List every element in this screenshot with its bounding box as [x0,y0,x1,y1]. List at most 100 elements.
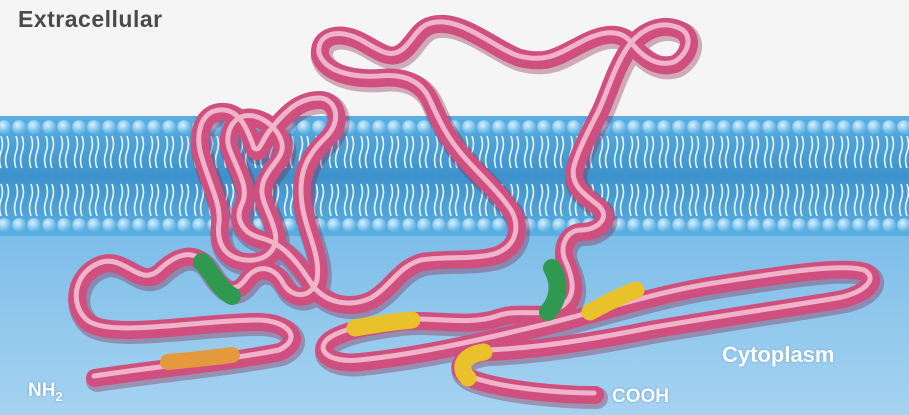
lipid-head [882,218,896,232]
lipid-head [57,120,71,134]
lipid-head [402,218,416,232]
lipid-head [177,120,191,134]
lipid-head [162,120,176,134]
lipid-head [357,120,371,134]
lipid-head [387,218,401,232]
lipid-head [0,218,11,232]
lipid-head [537,120,551,134]
lipid-head [822,218,836,232]
lipid-head [342,218,356,232]
extracellular-label: Extracellular [18,6,163,33]
lipid-head [852,120,866,134]
lipid-head [87,120,101,134]
lipid-head [177,218,191,232]
lipid-head [132,218,146,232]
lipid-head [372,218,386,232]
lipid-head [537,218,551,232]
lipid-head [102,218,116,232]
n-terminus-subscript: 2 [55,389,62,404]
lipid-head [777,218,791,232]
lipid-head [792,218,806,232]
lipid-head [57,218,71,232]
lipid-head [552,218,566,232]
lipid-head [837,120,851,134]
domain-green-right [548,268,558,312]
lipid-head [732,120,746,134]
lipid-head [132,120,146,134]
c-terminus-label: COOH [612,386,669,408]
lipid-head [762,218,776,232]
lipid-head [87,218,101,232]
lipid-head [477,218,491,232]
lipid-head [522,120,536,134]
lipid-head [102,120,116,134]
n-terminus-label: NH2 [28,380,63,404]
lipid-head [867,218,881,232]
lipid-head [897,218,909,232]
lipid-head [717,218,731,232]
lipid-head [837,218,851,232]
lipid-head [42,120,56,134]
lipid-head [387,120,401,134]
lipid-head [552,120,566,134]
lipid-head [627,218,641,232]
lipid-head [432,218,446,232]
lipid-head [777,120,791,134]
lipid-head [762,120,776,134]
lipid-head [372,120,386,134]
lipid-head [162,218,176,232]
lipid-head [117,218,131,232]
lipid-head [492,218,506,232]
lipid-head [747,218,761,232]
lipid-head [672,120,686,134]
lipid-head [867,120,881,134]
lipid-head [672,218,686,232]
lipid-head [657,218,671,232]
lipid-head [807,218,821,232]
lipid-head [507,120,521,134]
lipid-head [807,120,821,134]
lipid-head [147,218,161,232]
lipid-heads-inner [0,218,909,232]
lipid-head [567,120,581,134]
lipid-head [402,120,416,134]
lipid-head [27,120,41,134]
lipid-head [12,120,26,134]
lipid-head [327,218,341,232]
lipid-head [147,120,161,134]
lipid-head [627,120,641,134]
lipid-head [72,120,86,134]
lipid-head [747,120,761,134]
lipid-head [447,218,461,232]
lipid-head [702,218,716,232]
lipid-head [897,120,909,134]
lipid-head [42,218,56,232]
n-terminus-text: NH [28,380,55,401]
lipid-head [642,120,656,134]
lipid-head [642,218,656,232]
lipid-head [72,218,86,232]
domain-yellow-left [355,320,412,328]
lipid-head [462,218,476,232]
lipid-head [27,218,41,232]
domain-orange-nterm [168,355,232,362]
lipid-head [657,120,671,134]
lipid-head [687,120,701,134]
lipid-head [882,120,896,134]
lipid-head [852,218,866,232]
lipid-head [462,120,476,134]
lipid-head [732,218,746,232]
lipid-head [477,120,491,134]
lipid-head [717,120,731,134]
lipid-head [192,218,206,232]
lipid-head [417,218,431,232]
lipid-head [117,120,131,134]
cytoplasm-label: Cytoplasm [722,342,834,368]
lipid-head [612,120,626,134]
lipid-head [492,120,506,134]
lipid-head [0,120,11,134]
lipid-head [12,218,26,232]
lipid-head [687,218,701,232]
lipid-head [702,120,716,134]
